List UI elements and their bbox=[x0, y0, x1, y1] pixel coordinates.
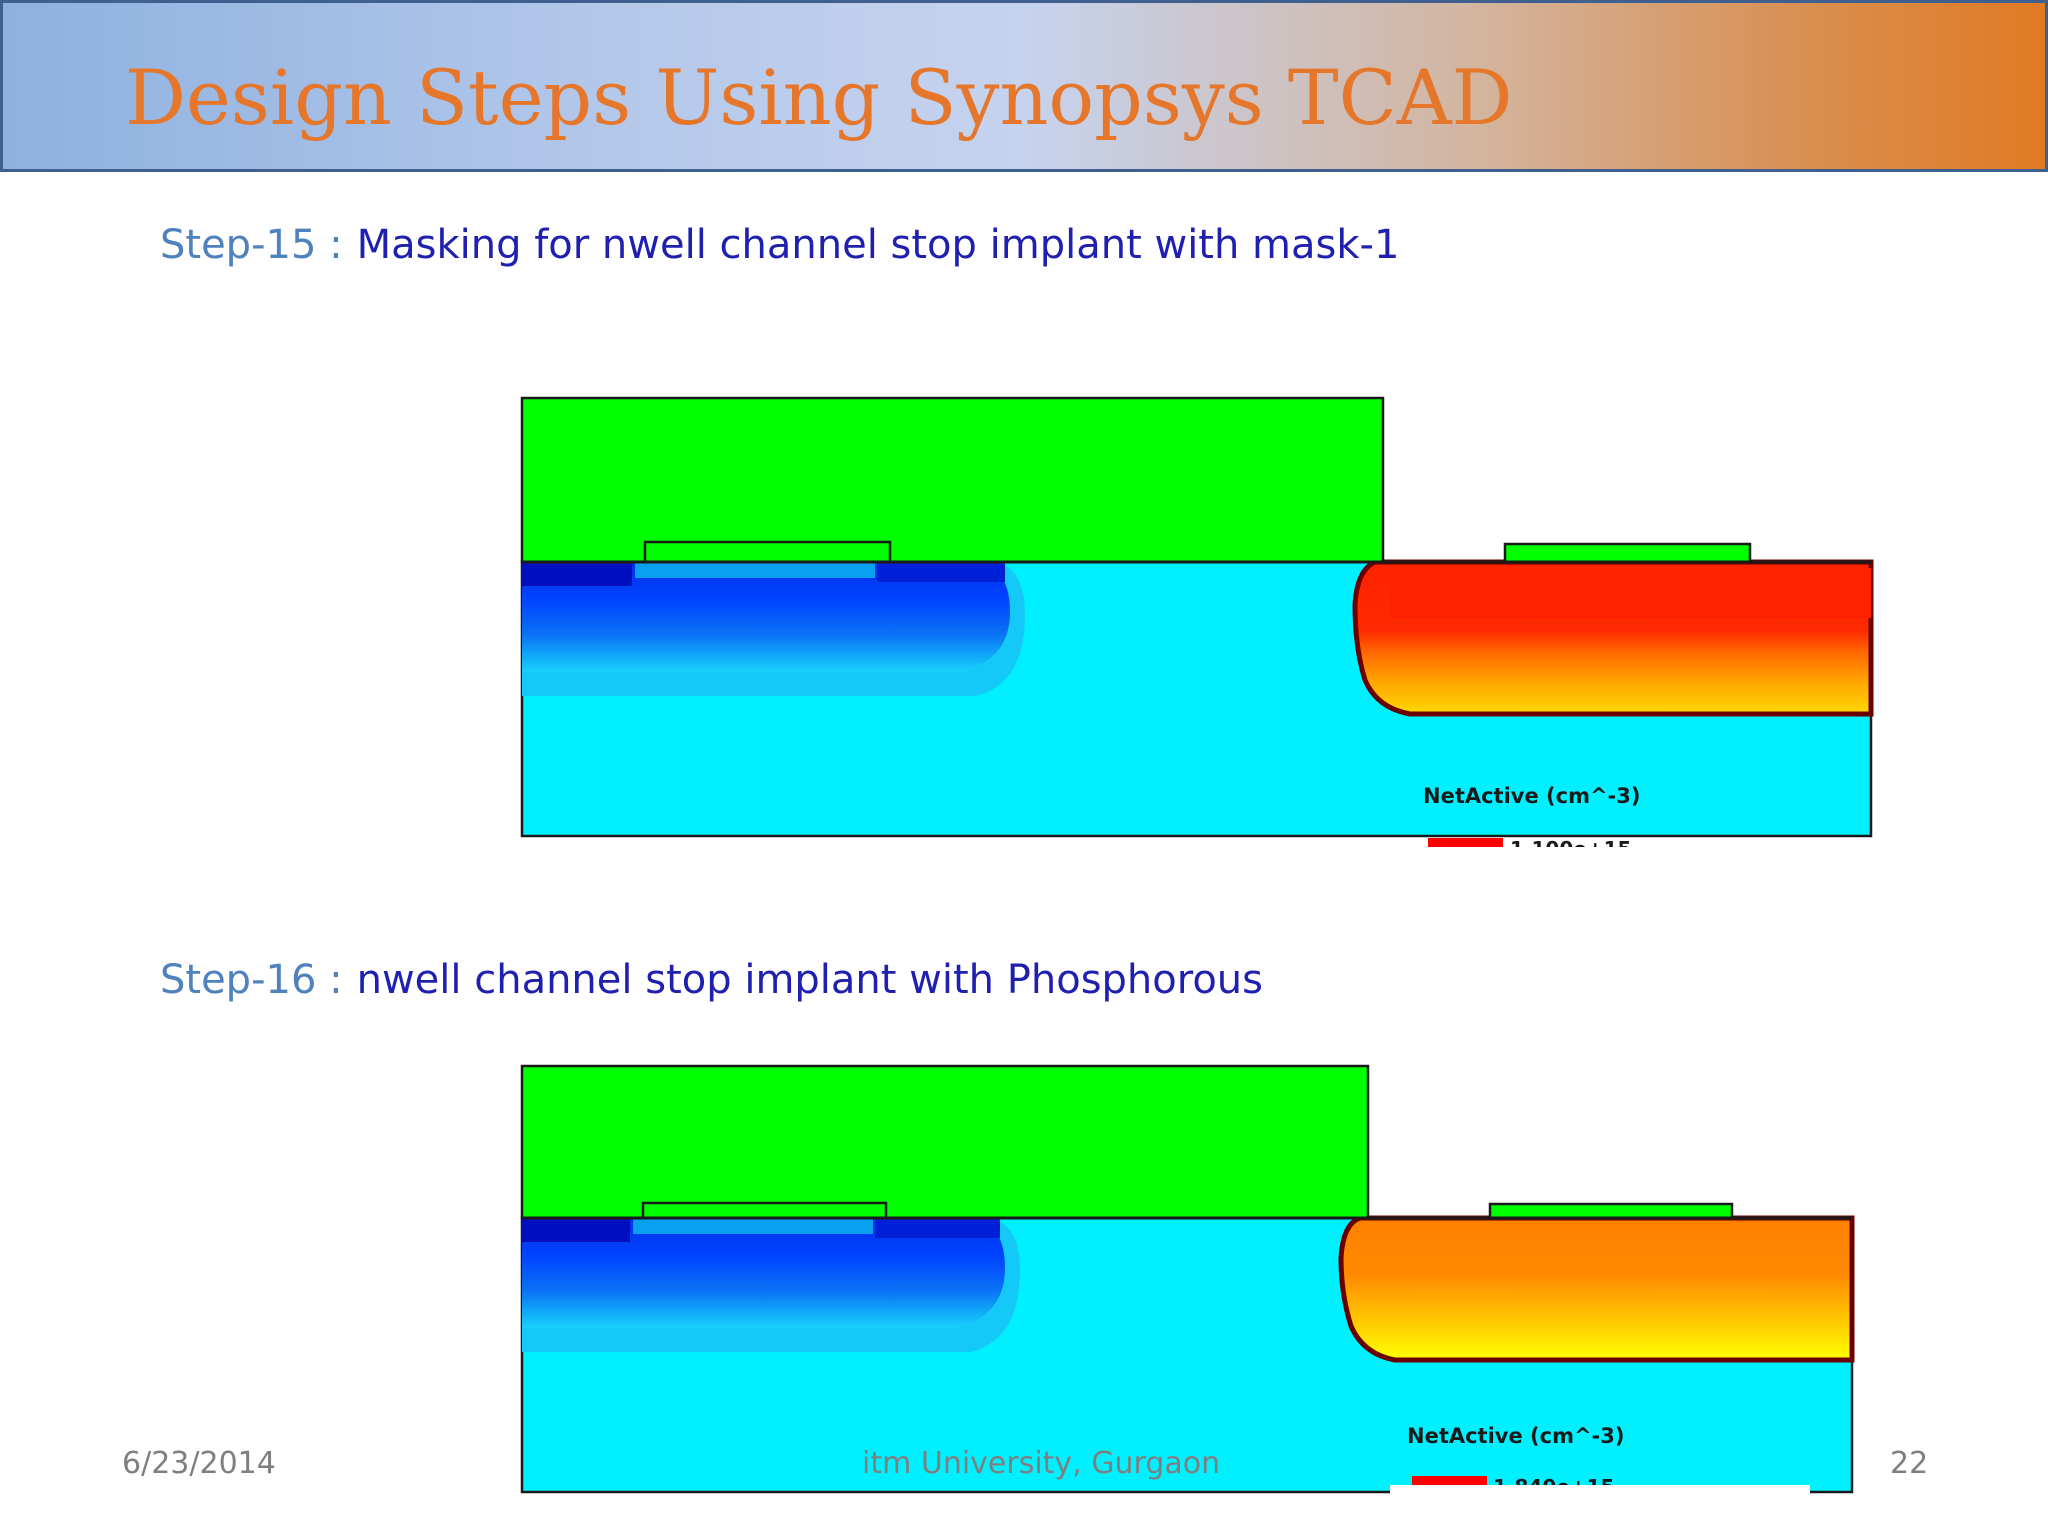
pad-oxide-under-mask bbox=[641, 1201, 888, 1220]
netactive-legend-title: NetActive (cm^-3) bbox=[1407, 1424, 1625, 1448]
field-oxide-middle bbox=[877, 562, 1005, 582]
step-16-description: nwell channel stop implant with Phosphor… bbox=[356, 957, 1263, 1003]
field-oxide-left bbox=[522, 562, 632, 586]
footer-organization: itm University, Gurgaon bbox=[862, 1446, 1221, 1481]
field-oxide-left bbox=[522, 1218, 630, 1242]
nwell-region bbox=[1338, 1215, 1855, 1363]
step-16-heading: Step-16 : nwell channel stop implant with… bbox=[160, 957, 1263, 1003]
step-15-tcad-cross-section: NetActive (cm^-3) 1.100e+15 bbox=[520, 396, 1874, 860]
mask-1-photoresist bbox=[520, 396, 1385, 564]
step-16-label: Step-16 : bbox=[160, 957, 343, 1003]
legend-crop bbox=[1390, 1485, 1810, 1498]
footer-page-number: 22 bbox=[1890, 1446, 1929, 1481]
pad-oxide-nwell bbox=[1503, 542, 1752, 564]
slide-title: Design Steps Using Synopsys TCAD bbox=[125, 53, 1513, 142]
field-oxide-middle bbox=[875, 1218, 1000, 1238]
netactive-legend-title: NetActive (cm^-3) bbox=[1423, 784, 1641, 808]
footer-date: 6/23/2014 bbox=[122, 1446, 276, 1481]
title-bar: Design Steps Using Synopsys TCAD bbox=[0, 0, 2048, 172]
pad-oxide-under-mask bbox=[643, 540, 892, 564]
step-15-heading: Step-15 : Masking for nwell channel stop … bbox=[160, 222, 1399, 268]
mask-1-photoresist bbox=[520, 1064, 1370, 1220]
step-16-tcad-cross-section: NetActive (cm^-3) 1.840e+15 bbox=[520, 1064, 1855, 1498]
legend-crop bbox=[1405, 847, 1825, 860]
step-15-label: Step-15 : bbox=[160, 222, 343, 268]
active-area-oxide bbox=[635, 562, 875, 578]
pwell-region bbox=[522, 562, 1010, 672]
pwell-region bbox=[522, 1218, 1005, 1328]
pad-oxide-nwell bbox=[1488, 1202, 1734, 1220]
nwell-high-doping bbox=[1390, 568, 1871, 618]
step-15-description: Masking for nwell channel stop implant w… bbox=[356, 222, 1400, 268]
active-area-oxide bbox=[633, 1218, 873, 1234]
